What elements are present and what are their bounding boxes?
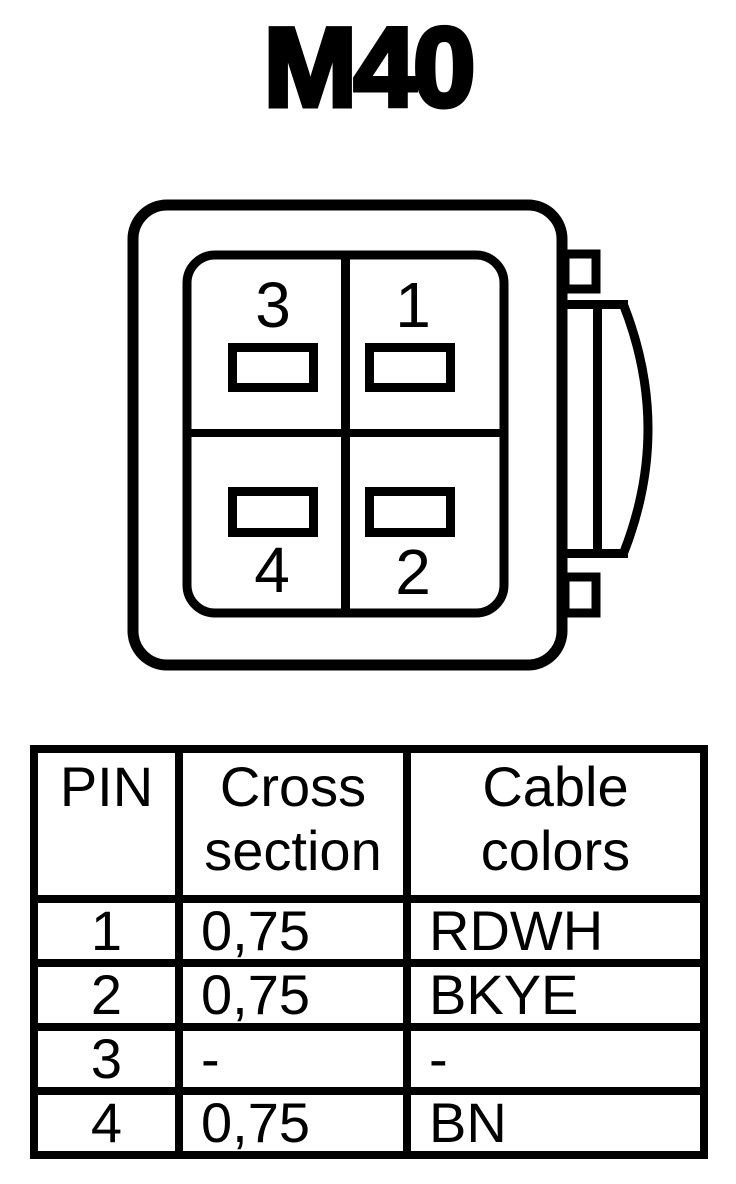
cable-colors-cell: BKYE	[403, 959, 708, 1031]
connector-diagram: 3 1 4 2	[127, 199, 653, 671]
pin-label-3: 3	[255, 269, 291, 341]
connector-latch-icon	[562, 300, 653, 558]
pin-slot-4	[228, 487, 318, 537]
connector-outer-housing	[127, 199, 568, 671]
column-header-cross-section: Cross section	[175, 745, 411, 903]
connector-mount-tab-top-icon	[560, 249, 601, 294]
table-row: 2 0,75 BKYE	[30, 959, 708, 1031]
connector-mount-tab-bottom-icon	[560, 572, 601, 618]
column-header-pin: PIN	[30, 745, 183, 903]
table-row: 3 - -	[30, 1023, 708, 1095]
cable-colors-cell: -	[403, 1023, 708, 1095]
table-row: 4 0,75 BN	[30, 1087, 708, 1159]
pin-slot-1	[365, 343, 455, 392]
pin-cell: 1	[30, 895, 183, 967]
pin-label-1: 1	[395, 269, 431, 341]
table-header-row: PIN Cross section Cable colors	[30, 745, 708, 903]
pinout-table: PIN Cross section Cable colors 1 0,75 RD…	[30, 745, 708, 1159]
cross-section-cell: -	[175, 1023, 411, 1095]
pin-cell: 4	[30, 1087, 183, 1159]
table-row: 1 0,75 RDWH	[30, 895, 708, 967]
pin-label-4: 4	[254, 534, 290, 606]
pin-label-2: 2	[395, 536, 431, 608]
column-header-cable-colors: Cable colors	[403, 745, 708, 903]
pin-cell: 3	[30, 1023, 183, 1095]
pin-cell: 2	[30, 959, 183, 1031]
cross-section-cell: 0,75	[175, 895, 411, 967]
pin-slot-3	[228, 343, 318, 392]
cross-section-cell: 0,75	[175, 959, 411, 1031]
cross-section-cell: 0,75	[175, 1087, 411, 1159]
cable-colors-cell: RDWH	[403, 895, 708, 967]
cable-colors-cell: BN	[403, 1087, 708, 1159]
pin-slot-2	[365, 487, 455, 537]
page-title: M40	[261, 5, 478, 130]
